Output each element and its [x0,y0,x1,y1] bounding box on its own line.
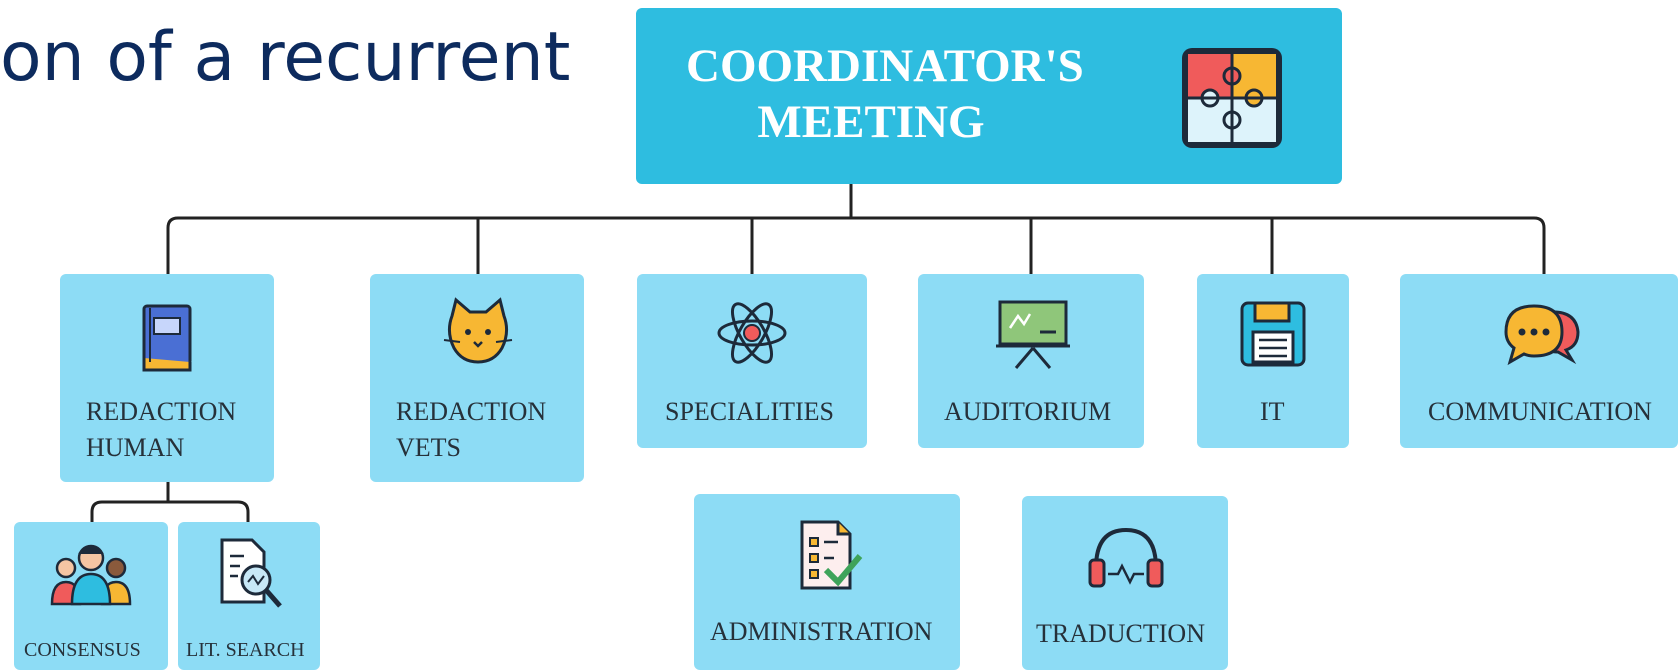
book-icon [142,304,192,372]
traduction-node[interactable]: TRADUCTION [1022,496,1228,670]
communication-node[interactable]: COMMUNICATION [1400,274,1678,448]
redaction-human-label: REDACTION HUMAN [86,397,237,462]
it-label: IT [1260,397,1285,426]
administration-node[interactable]: ADMINISTRATION [694,494,960,670]
redaction-human-node[interactable]: REDACTION HUMAN [60,274,274,482]
it-node[interactable]: IT [1197,274,1349,448]
specialities-node[interactable]: SPECIALITIES [637,274,867,448]
coordinators-meeting-node[interactable]: COORDINATOR'S MEETING [636,8,1342,184]
consensus-label: CONSENSUS [24,639,141,661]
headphones-icon [1088,527,1164,588]
lit-search-node[interactable]: LIT. SEARCH [178,522,320,670]
puzzle-icon [1182,48,1282,148]
redaction-vets-label: REDACTION VETS [396,397,547,462]
communication-label: COMMUNICATION [1428,397,1652,426]
specialities-label: SPECIALITIES [665,397,834,426]
document-search-icon [220,538,282,608]
redaction-vets-node[interactable]: REDACTION VETS [370,274,584,482]
speech-bubbles-icon [1504,304,1580,366]
atom-icon [717,302,787,364]
floppy-disk-icon [1240,301,1306,367]
lit-search-label: LIT. SEARCH [186,639,305,661]
slide-heading: on of a recurrent [0,18,571,97]
consensus-node[interactable]: CONSENSUS [14,522,168,670]
cat-icon [443,297,513,364]
auditorium-node[interactable]: AUDITORIUM [918,274,1144,448]
people-group-icon [50,544,132,606]
auditorium-label: AUDITORIUM [944,397,1112,426]
presentation-board-icon [996,300,1070,369]
checklist-icon [800,520,863,590]
traduction-label: TRADUCTION [1036,619,1205,648]
administration-label: ADMINISTRATION [710,617,933,646]
root-title: COORDINATOR'S MEETING [686,40,1084,148]
